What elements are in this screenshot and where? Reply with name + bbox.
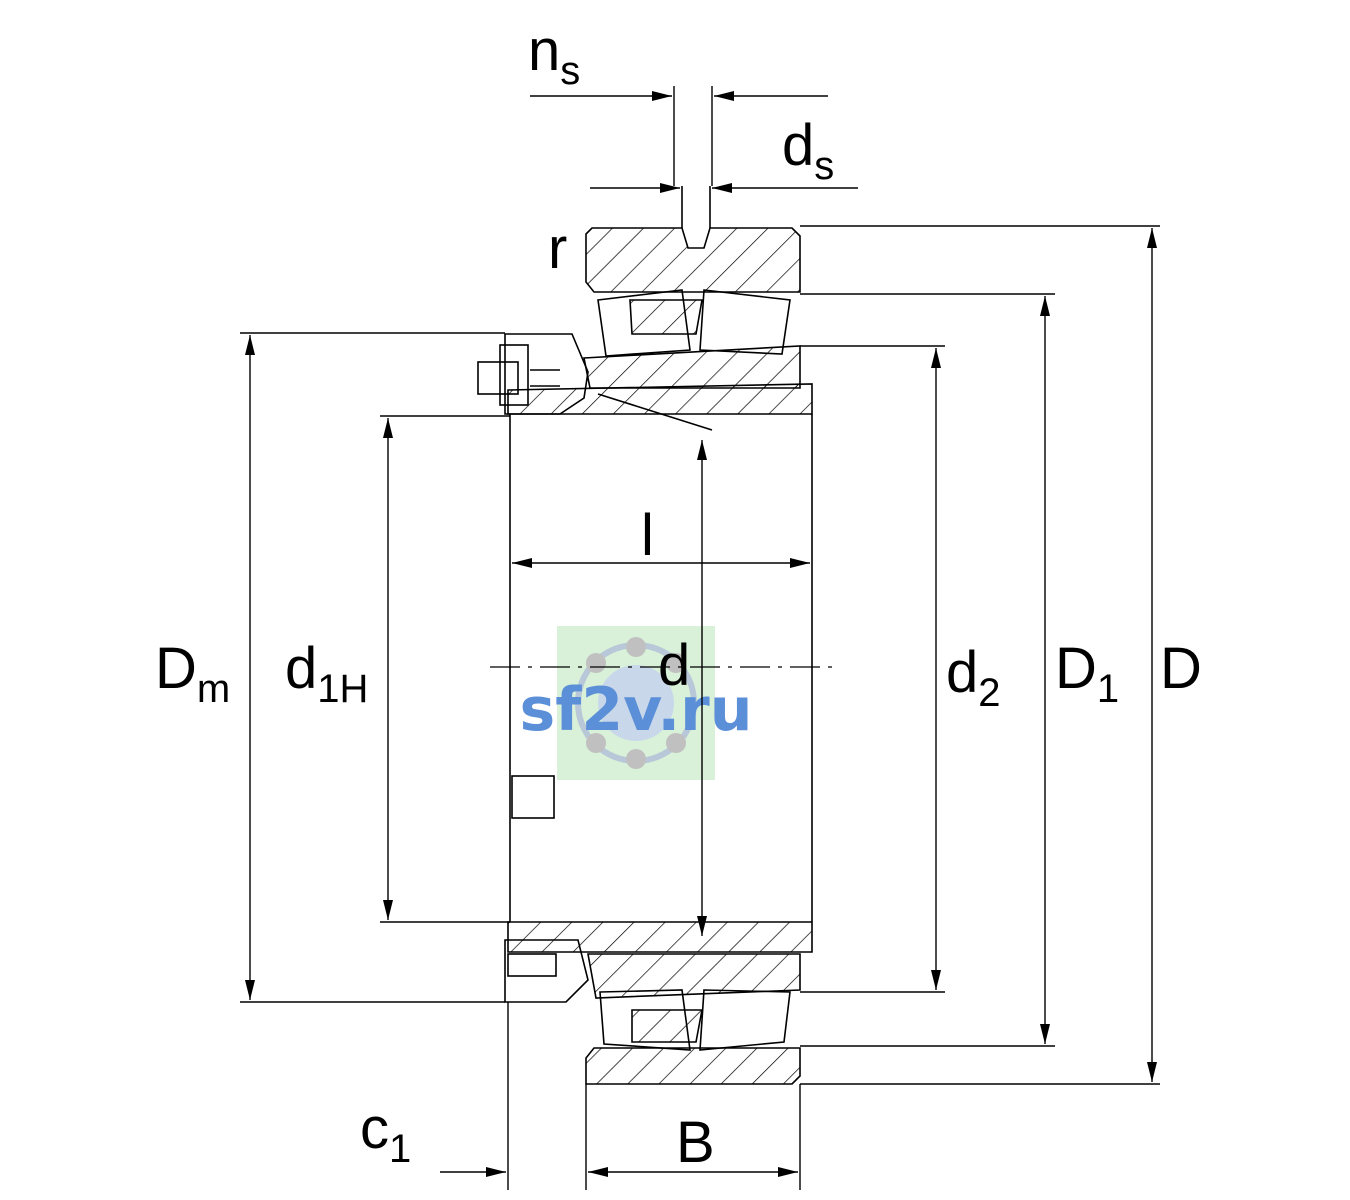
label-B: B [676, 1110, 715, 1175]
rollers-bottom [599, 989, 791, 1051]
outer-ring-top [585, 186, 801, 293]
label-d2: d2 [946, 640, 1001, 715]
outer-ring-bottom [585, 1047, 801, 1085]
sleeve-body [509, 414, 813, 922]
sleeve-top [507, 383, 813, 431]
watermark-text: sf2v.ru [520, 675, 753, 745]
label-r: r [548, 216, 567, 281]
label-ds: ds [782, 113, 834, 188]
extension-lines [240, 86, 1160, 1190]
label-d: d [658, 633, 690, 698]
rollers-top [597, 289, 791, 357]
inner-ring-bottom [587, 953, 801, 999]
label-d1H: d1H [285, 636, 368, 711]
bearing-logo-icon [575, 637, 697, 769]
labels: ns ds r l d Dm d1H d2 D1 D c1 B [155, 18, 1202, 1175]
label-D: D [1160, 636, 1202, 701]
locknut-bottom [504, 939, 589, 1003]
label-ns: ns [528, 18, 580, 93]
label-Dm: Dm [155, 636, 230, 711]
label-D1: D1 [1055, 636, 1119, 711]
locknut-top [477, 333, 589, 415]
label-c1: c1 [360, 1096, 411, 1171]
label-l: l [641, 503, 654, 568]
inner-ring-top [583, 345, 801, 389]
dimension-lines [245, 91, 1157, 1177]
sleeve-bottom [507, 921, 813, 953]
bearing-structure [477, 186, 840, 1085]
watermark: sf2v.ru [520, 626, 753, 780]
